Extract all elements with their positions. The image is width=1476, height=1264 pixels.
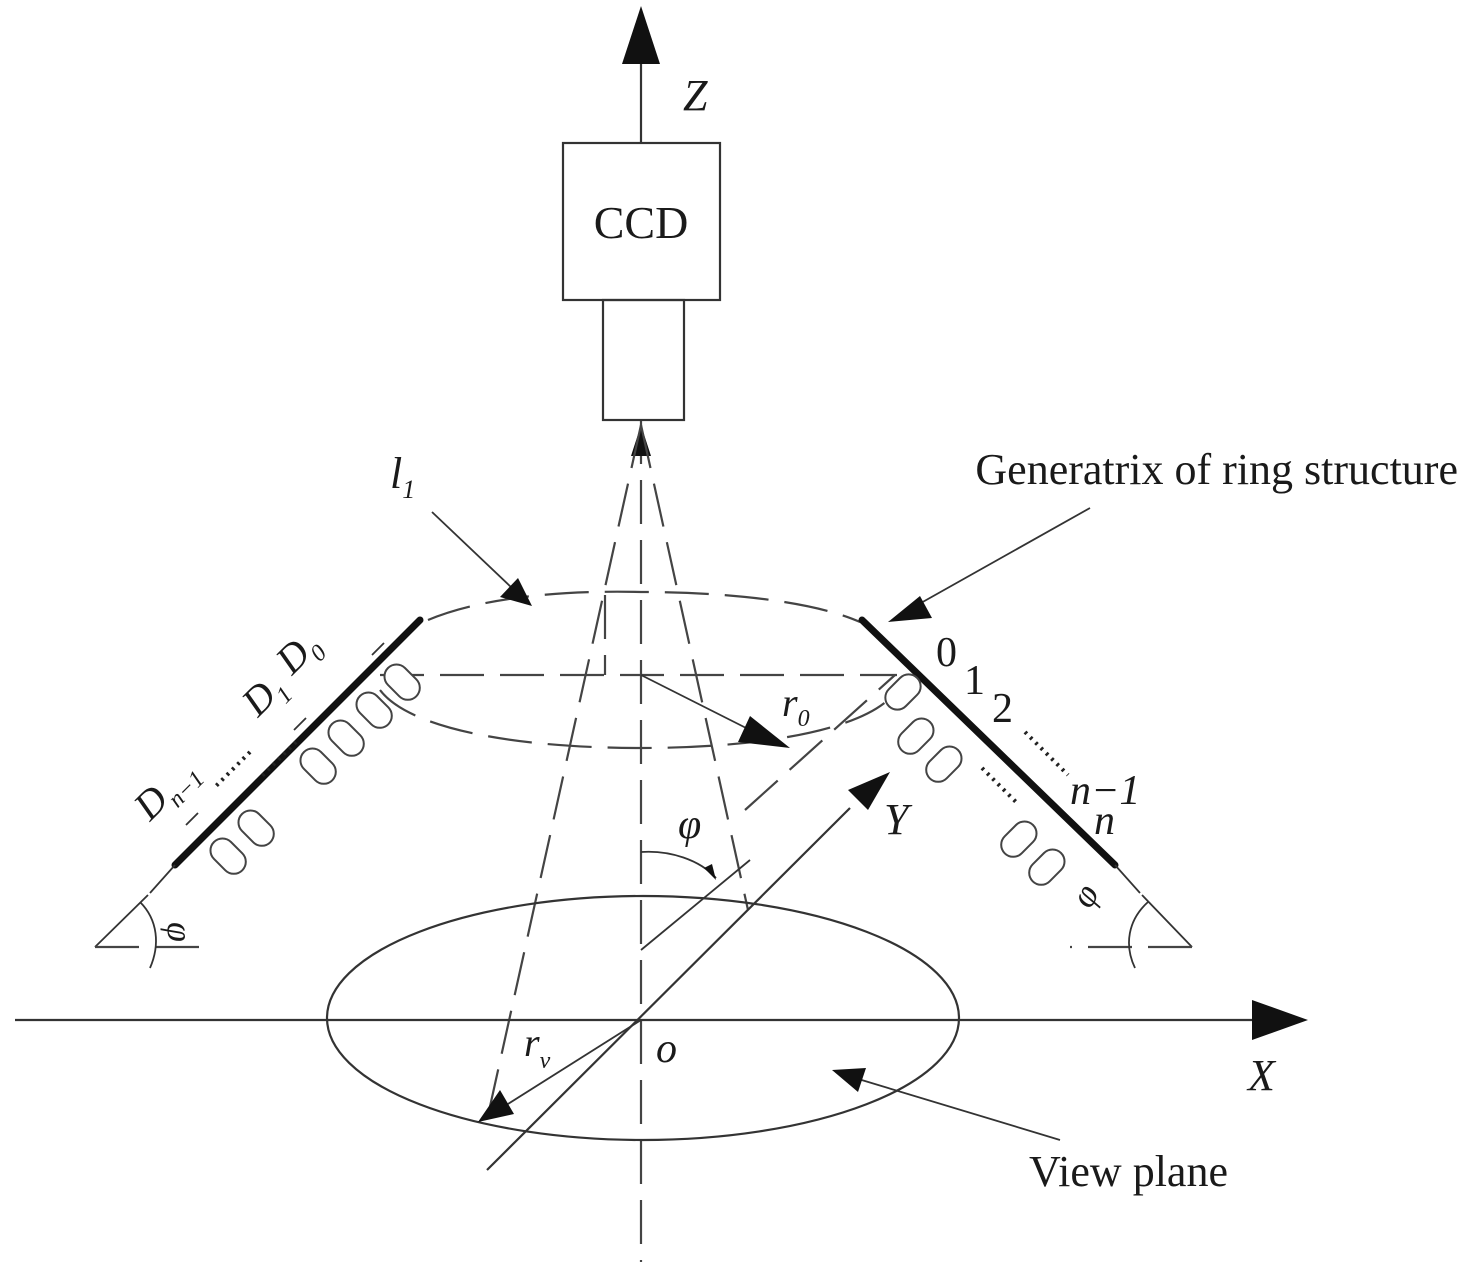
rv-radius-arrow <box>478 1019 642 1122</box>
left-led <box>237 809 275 847</box>
right-led <box>897 717 935 755</box>
phi-angle-arc <box>640 850 717 880</box>
view-plane-ellipse <box>325 894 961 1142</box>
index-0: 0 <box>936 630 957 676</box>
left-led <box>327 719 365 757</box>
left-angle-marker <box>94 894 215 969</box>
y-axis-label: Y <box>884 795 913 844</box>
left-ellipsis-dots <box>213 750 252 789</box>
left-led-d0 <box>383 663 421 701</box>
phi-left-label: φ <box>160 922 200 942</box>
index-n: n <box>1094 798 1115 844</box>
viewing-cone <box>485 424 750 1121</box>
left-led-dn1 <box>209 837 247 875</box>
index-2: 2 <box>992 686 1013 732</box>
phi-reference-line <box>640 859 751 951</box>
l1-pointer-arrow <box>431 511 532 606</box>
y-axis <box>486 674 896 1171</box>
right-led <box>925 745 963 783</box>
right-led-0 <box>884 673 922 711</box>
rv-label: rv <box>524 1020 551 1074</box>
x-axis-label: X <box>1246 1051 1277 1100</box>
z-axis-label: Z <box>683 71 708 120</box>
generatrix-pointer-arrow <box>888 507 1091 622</box>
right-generatrix <box>858 616 1141 894</box>
origin-label: o <box>656 1026 677 1072</box>
ccd-camera <box>561 141 722 422</box>
dn1-label: Dn−1 <box>124 748 210 834</box>
right-led <box>1000 820 1038 858</box>
z-axis <box>622 6 660 1262</box>
right-ellipsis-dots <box>980 766 1020 806</box>
right-ellipsis-dots <box>1023 730 1070 777</box>
l1-label: l1 <box>390 449 415 504</box>
left-led-bar <box>171 616 424 869</box>
view-plane-pointer-arrow <box>832 1068 1061 1141</box>
camera-lens <box>601 298 686 422</box>
index-1: 1 <box>964 658 985 704</box>
r0-label: r0 <box>782 680 810 732</box>
right-angle-marker <box>1070 894 1193 969</box>
index-n-1: n−1 <box>1070 768 1140 814</box>
r0-radius-arrow <box>640 674 790 748</box>
phi-right-label: φ <box>1062 877 1107 914</box>
ring-ellipse <box>379 590 898 750</box>
left-led-d1 <box>299 747 337 785</box>
left-ellipsis-dots <box>258 740 298 780</box>
right-led-bar <box>858 616 1119 869</box>
left-led <box>355 691 393 729</box>
right-led <box>1028 848 1066 886</box>
generatrix-label: Generatrix of ring structure <box>975 445 1458 494</box>
left-generatrix <box>149 616 424 894</box>
phi-label: φ <box>678 802 701 848</box>
d0-label: D0 <box>266 622 332 688</box>
view-plane-label: View plane <box>1029 1147 1228 1196</box>
ccd-label: CCD <box>594 197 689 248</box>
